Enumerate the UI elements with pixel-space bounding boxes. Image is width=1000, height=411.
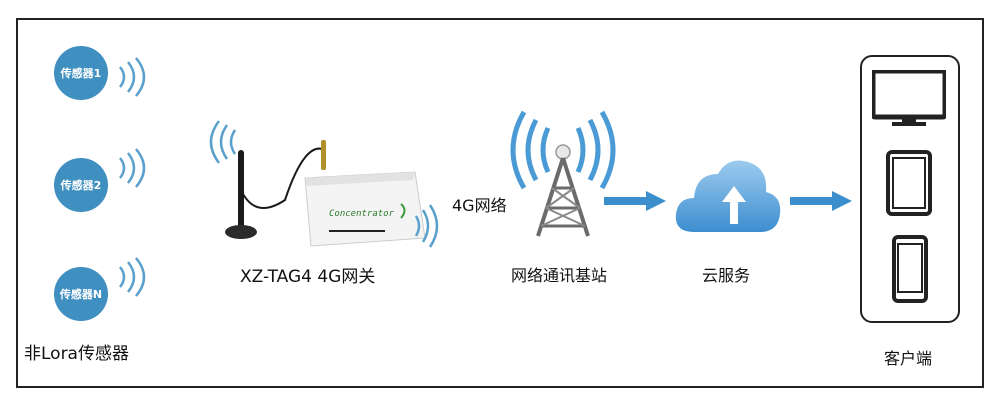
tower-label: 网络通讯基站 [511,266,608,285]
sensor-label: 传感器1 [60,67,102,80]
sensor-node-1: 传感器1 [54,46,108,100]
link-label: 4G网络 [452,196,507,215]
wireless-waves-icon [414,204,439,248]
arrow-right-icon [790,191,852,211]
client-label: 客户端 [884,349,933,368]
sensor-label: 传感器N [59,288,103,301]
cloud-service-icon [675,160,781,232]
smartphone-icon [892,235,928,303]
cloud-label: 云服务 [702,266,751,285]
wireless-waves-icon [209,120,237,164]
gateway-label: XZ-TAG4 4G网关 [240,267,376,287]
tablet-icon [886,150,932,216]
gateway-device-icon: Concentrator [225,140,425,247]
wireless-waves-icon [118,257,146,297]
sensor-node-2: 传感器2 [54,158,108,212]
wireless-waves-icon [118,57,146,97]
diagram-frame [16,18,984,388]
sensor-node-n: 传感器N [54,267,108,321]
gateway-device-text: Concentrator [329,209,395,219]
monitor-icon [872,70,946,126]
sensor-group-label: 非Lora传感器 [24,344,129,364]
arrow-right-icon [604,191,666,211]
client-devices-box [860,55,960,323]
sensor-label: 传感器2 [60,179,102,192]
wireless-waves-icon [118,148,146,188]
cell-tower-icon [510,110,616,237]
